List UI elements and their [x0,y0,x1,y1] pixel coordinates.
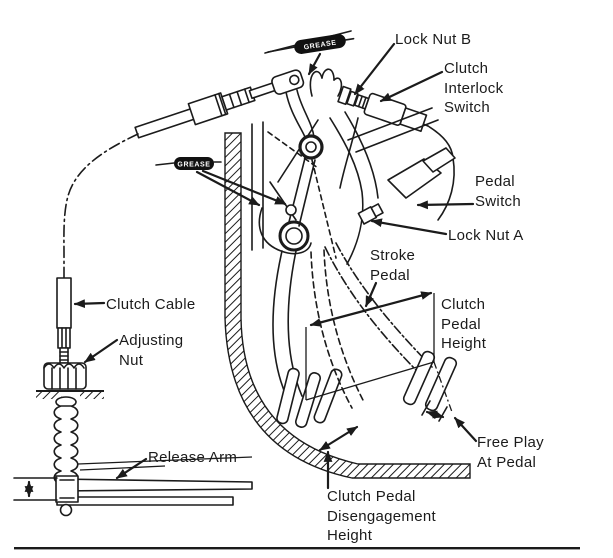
grease-tag-lower: GREASE [155,157,287,207]
label-clutch-pedal-disengagement-height: Clutch Pedal Disengagement Height [327,488,436,544]
cable-end-assembly [134,69,305,139]
label-lock-nut-a: Lock Nut A [448,227,524,244]
label-clutch-pedal-height: Clutch Pedal Height [441,296,487,352]
label-release-arm: Release Arm [148,449,238,466]
label-clutch-cable: Clutch Cable [106,296,196,313]
grease-tag-upper: GREASE [264,30,355,76]
interlock-switch-drawing [337,85,428,133]
label-leader-arrows [73,42,478,480]
pedal-arm-positions [272,242,458,428]
grease-tag-text: GREASE [177,162,210,169]
label-lock-nut-b: Lock Nut B [395,31,472,48]
label-free-play-at-pedal: Free Play At Pedal [477,434,544,471]
label-pedal-switch: Pedal Switch [475,173,521,210]
label-stroke-pedal: Stroke Pedal [370,247,416,284]
clutch-cable-run [63,133,139,281]
pedal-switch-drawing [347,107,456,225]
label-adjusting-nut: Adjusting Nut [119,332,184,369]
bottom-border-rule [14,547,580,550]
release-arm-drawing [13,456,253,517]
measurement-arrows [305,291,453,490]
label-clutch-interlock-switch: Clutch Interlock Switch [444,60,504,116]
firewall-and-floor [224,132,471,479]
pedal-bracket-drawing [251,68,455,265]
